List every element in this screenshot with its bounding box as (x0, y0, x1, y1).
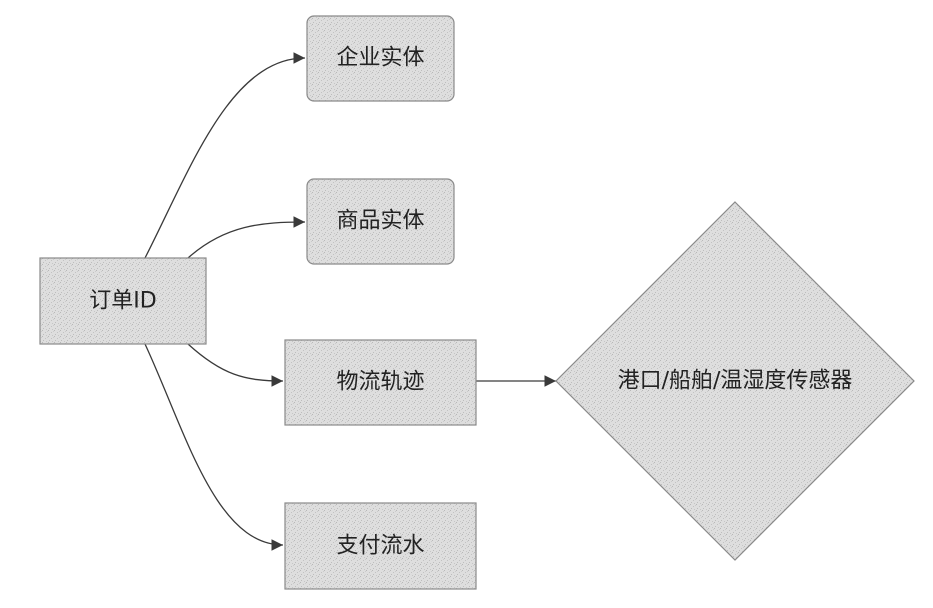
node-product-entity: 商品实体 (307, 179, 454, 264)
edge-order-to-enterprise (145, 58, 305, 258)
node-enterprise-entity: 企业实体 (307, 16, 454, 101)
node-logistics-track: 物流轨迹 (285, 340, 476, 425)
node-sensors-label: 港口/船舶/温湿度传感器 (618, 369, 853, 394)
edge-order-to-payment (145, 344, 283, 545)
node-order-id-label: 订单ID (89, 289, 156, 314)
edge-order-to-logistics (188, 344, 283, 381)
edge-order-to-product (188, 222, 305, 258)
node-order-id: 订单ID (40, 258, 206, 344)
node-logistics-track-label: 物流轨迹 (336, 370, 424, 395)
node-enterprise-entity-label: 企业实体 (336, 46, 424, 71)
node-payment-flow: 支付流水 (285, 503, 476, 589)
node-payment-flow-label: 支付流水 (336, 534, 424, 559)
node-sensors: 港口/船舶/温湿度传感器 (556, 202, 914, 560)
node-product-entity-label: 商品实体 (336, 209, 424, 234)
